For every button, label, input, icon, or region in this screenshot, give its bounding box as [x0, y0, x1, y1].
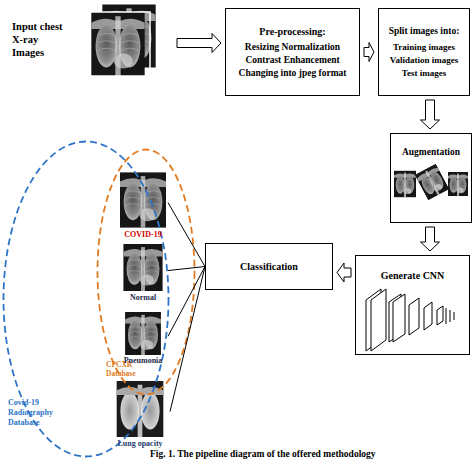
ellipse-outline	[98, 150, 195, 395]
link-line	[168, 267, 205, 271]
database-ellipse: Covid-19 Radiography DatabaseCPCXR Datab…	[2, 140, 170, 458]
input-label-group: Input chest X-ray Images	[8, 6, 173, 78]
node-text: COVID-19	[118, 229, 168, 240]
database-ellipse: CPCXR DatabaseCOVID-19NormalPneumonia	[96, 148, 196, 396]
node-text: Lung opacity	[110, 438, 170, 449]
class-image: Pneumonia	[118, 312, 168, 366]
node-text: Split images into:	[389, 25, 460, 38]
node-text: Pre-processing:	[259, 25, 325, 38]
augmented-images	[394, 164, 468, 201]
node-text: Augmentation	[391, 134, 471, 158]
node-text: Classification	[240, 261, 298, 273]
node-text: Input chest X-ray Images	[12, 20, 72, 59]
process-box: Split images into: Training images Valida…	[378, 8, 470, 96]
class-image: COVID-19	[118, 172, 168, 240]
link-line	[168, 267, 205, 337]
process-box: Classification	[205, 243, 333, 290]
node-text: Covid-19 Radiography Database	[8, 398, 66, 428]
node-text: Pneumonia	[118, 355, 168, 366]
link-line	[168, 203, 205, 267]
node-text: Generate CNN	[356, 256, 469, 282]
flow-arrow	[421, 227, 440, 251]
class-image: Lung opacity	[110, 381, 170, 449]
class-images	[117, 172, 166, 437]
link-line	[170, 267, 205, 412]
flow-arrow	[177, 34, 221, 53]
cnn-layers	[366, 289, 454, 351]
xray-stack	[86, 4, 160, 76]
process-box: Augmentation	[390, 133, 472, 223]
flow-arrow	[364, 43, 374, 62]
ellipse-outline	[4, 142, 169, 457]
flow-arrow	[421, 100, 440, 129]
node-text: Resizing Normalization Contrast Enhancem…	[231, 41, 355, 80]
process-box: Generate CNN	[355, 255, 470, 355]
flow-arrow	[337, 263, 351, 282]
process-box: Pre-processing: Resizing Normalization Co…	[225, 8, 360, 96]
figure-caption: Fig. 1. The pipeline diagram of the offe…	[150, 448, 470, 460]
node-text: Training images Validation images Test i…	[382, 41, 466, 80]
class-image: Normal	[118, 244, 168, 303]
node-text: Normal	[118, 292, 168, 303]
